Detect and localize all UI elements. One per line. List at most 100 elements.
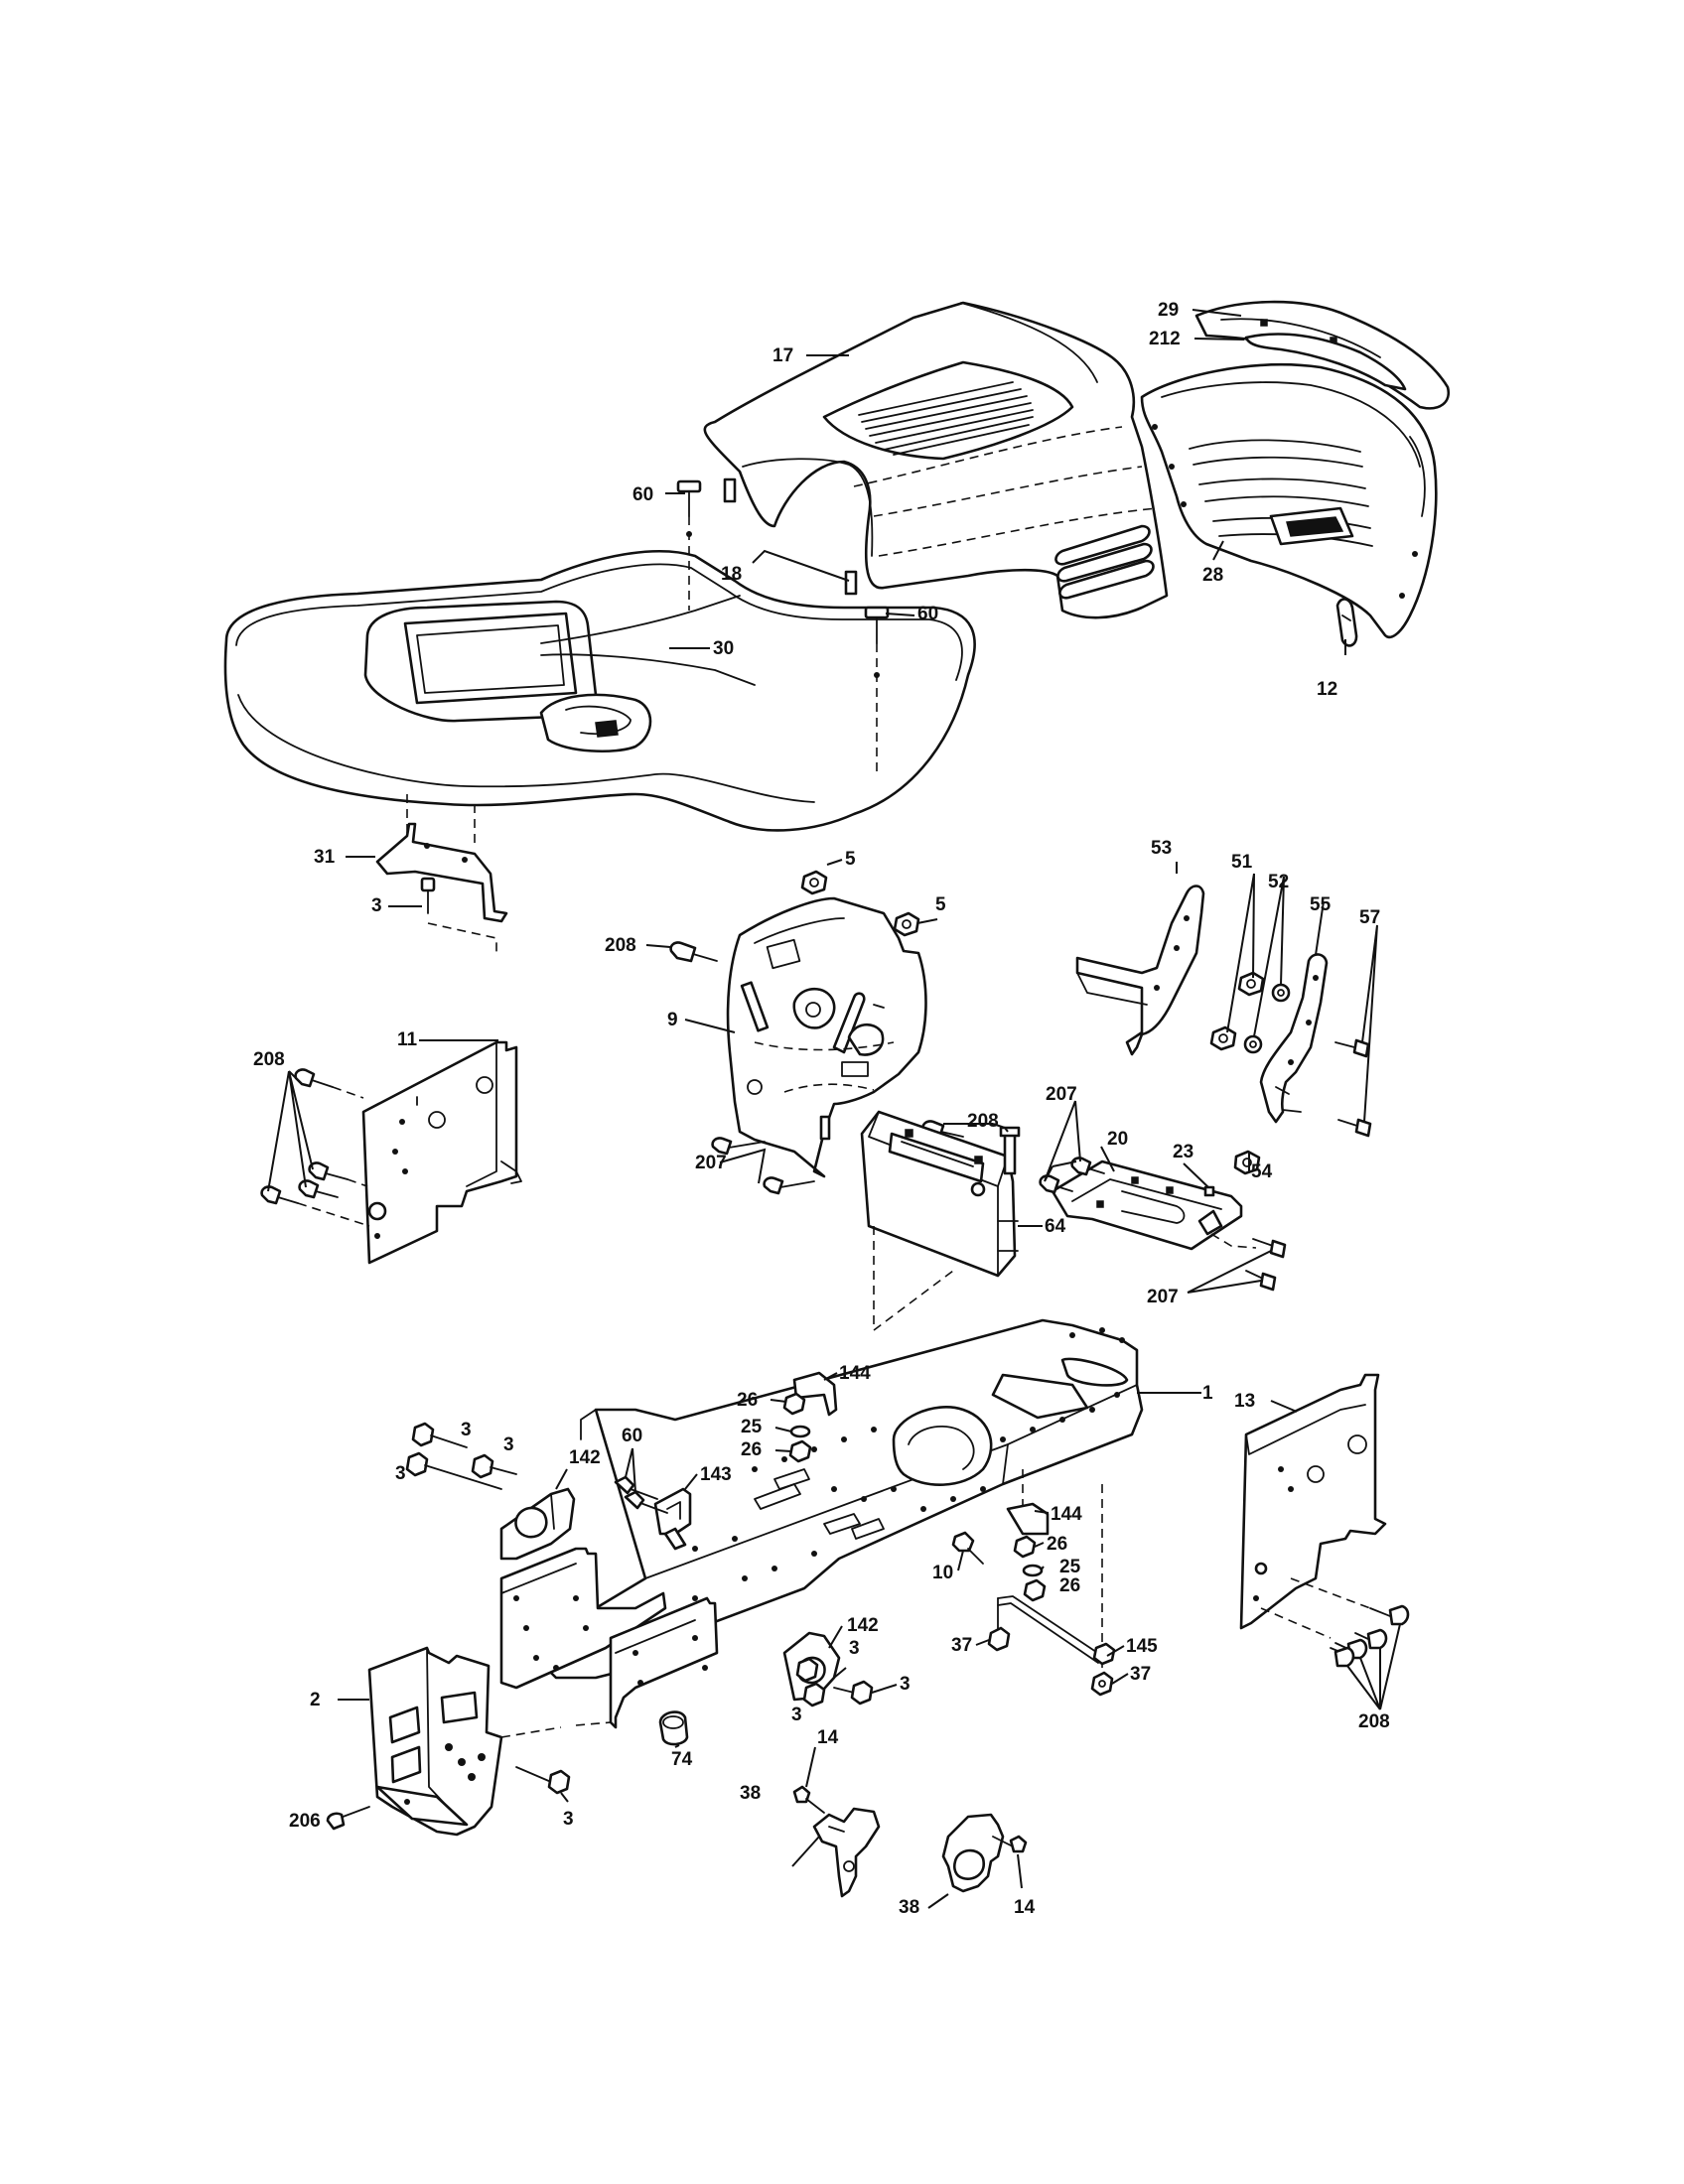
callout-37: 37 [951, 1635, 972, 1656]
callout-145: 145 [1126, 1636, 1158, 1657]
callout-12: 12 [1317, 679, 1337, 700]
callout-3: 3 [503, 1434, 514, 1455]
callout-207: 207 [695, 1153, 727, 1173]
bolt-60-hood-upper [676, 479, 702, 611]
callout-26: 26 [1059, 1575, 1080, 1596]
bracket-144-lower [1006, 1502, 1050, 1536]
callout-3: 3 [849, 1638, 860, 1659]
screws-208-right-panel [1260, 1577, 1410, 1668]
nut-26-upper-a [782, 1392, 806, 1416]
callout-142: 142 [847, 1615, 879, 1636]
callout-208: 208 [1358, 1711, 1390, 1732]
callout-57: 57 [1359, 907, 1380, 928]
fender-30 [223, 550, 976, 832]
bracket-55 [1259, 953, 1329, 1124]
nuts-51 [1209, 971, 1265, 1051]
axle-bracket-left [499, 1547, 667, 1690]
screw-3-front [515, 1766, 571, 1795]
screw-3-seat [420, 877, 497, 953]
callout-3: 3 [563, 1809, 574, 1830]
bracket-38-left [812, 1807, 881, 1898]
callout-10: 10 [932, 1563, 953, 1583]
callout-3: 3 [461, 1420, 472, 1440]
callout-3: 3 [395, 1463, 406, 1484]
seat-bracket-31 [375, 822, 508, 923]
leader-lines [267, 309, 1401, 1909]
washer-25-lower [1022, 1564, 1044, 1577]
callout-53: 53 [1151, 838, 1172, 859]
screws-207-plate [1039, 1157, 1287, 1292]
bracket-64 [860, 1110, 1021, 1332]
callout-26: 26 [737, 1390, 758, 1411]
callout-3: 3 [371, 895, 382, 916]
callout-20: 20 [1107, 1129, 1128, 1150]
callout-212: 212 [1149, 329, 1181, 349]
callout-25: 25 [1059, 1557, 1081, 1577]
screw-206 [326, 1806, 370, 1831]
nut-37-left [987, 1626, 1011, 1652]
screw-14-left [792, 1785, 825, 1814]
callout-52: 52 [1268, 872, 1289, 892]
bracket-143 [653, 1487, 692, 1551]
callout-206: 206 [289, 1811, 321, 1832]
nut-5-right [893, 911, 920, 937]
callout-5: 5 [845, 849, 856, 870]
bolts-57 [1334, 1038, 1372, 1138]
bolts-60-frame [614, 1475, 668, 1514]
screws-3-lower-bracket [795, 1657, 874, 1707]
hood-17 [703, 301, 1169, 619]
callout-17: 17 [772, 345, 793, 366]
callout-29: 29 [1158, 300, 1179, 321]
hood-vent-slots [858, 381, 1034, 456]
callout-1: 1 [1202, 1383, 1213, 1404]
callout-208: 208 [253, 1049, 285, 1070]
callout-37: 37 [1130, 1664, 1151, 1685]
screw-207-dash-b [763, 1176, 815, 1195]
callout-144: 144 [839, 1363, 871, 1384]
screw-14-right [992, 1835, 1028, 1853]
callout-74: 74 [671, 1749, 693, 1770]
nut-26-lower-b [1023, 1578, 1047, 1602]
callout-25: 25 [741, 1417, 763, 1437]
callout-31: 31 [314, 847, 336, 868]
latch-12 [1335, 598, 1358, 647]
screws-3-frame-left [405, 1422, 517, 1490]
callout-3: 3 [900, 1674, 911, 1695]
washer-25-upper [789, 1425, 811, 1438]
plate-20 [1051, 1160, 1257, 1251]
side-panel-11 [361, 1040, 522, 1265]
callout-26: 26 [1047, 1534, 1067, 1555]
nut-26-upper-b [788, 1439, 812, 1463]
callout-143: 143 [700, 1464, 732, 1485]
callout-60: 60 [622, 1426, 642, 1446]
trim-insert-212 [1244, 333, 1407, 391]
front-bracket-2 [367, 1646, 612, 1837]
bracket-53 [1075, 885, 1205, 1056]
callout-26: 26 [741, 1439, 762, 1460]
callout-208: 208 [967, 1111, 999, 1132]
side-panel-13 [1239, 1373, 1387, 1630]
nut-5-upper [800, 870, 828, 895]
callout-38: 38 [899, 1897, 919, 1918]
callout-9: 9 [667, 1010, 678, 1030]
nut-26-lower-a [1013, 1535, 1037, 1559]
callout-207: 207 [1147, 1287, 1179, 1307]
callout-14: 14 [817, 1727, 839, 1748]
callout-54: 54 [1251, 1161, 1273, 1182]
callout-30: 30 [713, 638, 734, 659]
callout-55: 55 [1310, 894, 1332, 915]
callout-14: 14 [1014, 1897, 1036, 1918]
bracket-38-right [941, 1813, 1005, 1893]
rod-145 [997, 1595, 1103, 1664]
callout-28: 28 [1202, 565, 1223, 586]
washers-52 [1243, 983, 1291, 1054]
callout-38: 38 [740, 1783, 761, 1804]
callout-13: 13 [1234, 1391, 1255, 1412]
callout-60: 60 [632, 484, 653, 505]
callout-64: 64 [1045, 1216, 1066, 1237]
hood-tabs-18 [723, 478, 858, 596]
bolt-10 [951, 1531, 984, 1565]
callout-144: 144 [1051, 1504, 1082, 1525]
axle-bracket-right [609, 1596, 719, 1729]
grille-28 [1140, 363, 1438, 639]
